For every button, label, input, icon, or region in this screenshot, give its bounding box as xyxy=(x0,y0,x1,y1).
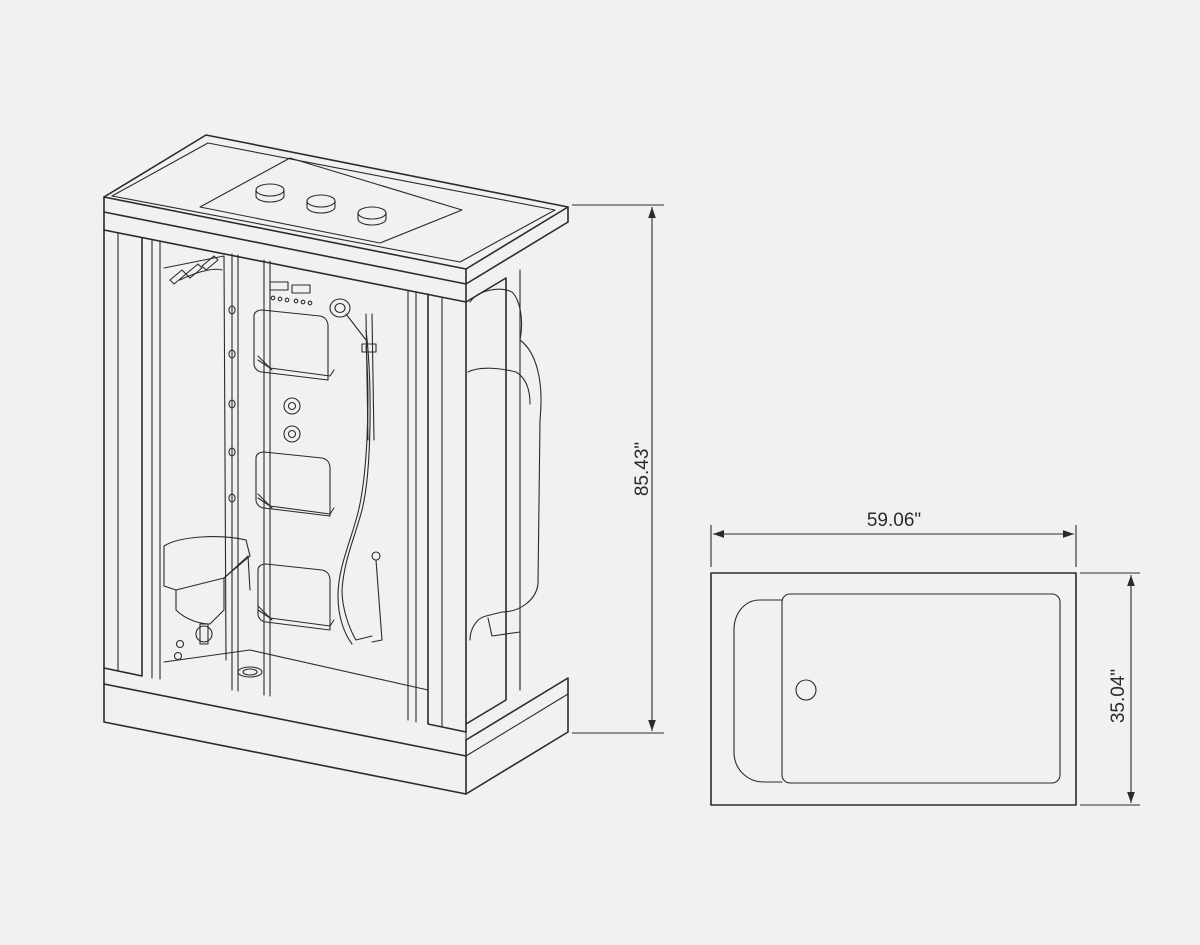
roof-speaker-knob xyxy=(255,183,285,203)
mixer-valve-knob xyxy=(283,397,301,415)
control-display-panel xyxy=(269,281,313,306)
height-label: 85.43" xyxy=(632,442,653,496)
height-dimension: 85.43" xyxy=(572,204,664,734)
roof-fan-knob xyxy=(306,194,336,214)
cabin-perspective-view xyxy=(103,134,569,795)
depth-label: 35.04" xyxy=(1108,669,1129,723)
width-label: 59.06" xyxy=(867,510,921,531)
width-dimension: 59.06" xyxy=(710,510,1077,567)
roof-light-knob xyxy=(357,206,387,226)
depth-dimension: 35.04" xyxy=(1080,572,1140,806)
top-plan-view xyxy=(710,572,1077,806)
diverter-valve-knob xyxy=(283,425,301,443)
hand-shower xyxy=(329,298,383,645)
folding-seat xyxy=(163,536,251,625)
